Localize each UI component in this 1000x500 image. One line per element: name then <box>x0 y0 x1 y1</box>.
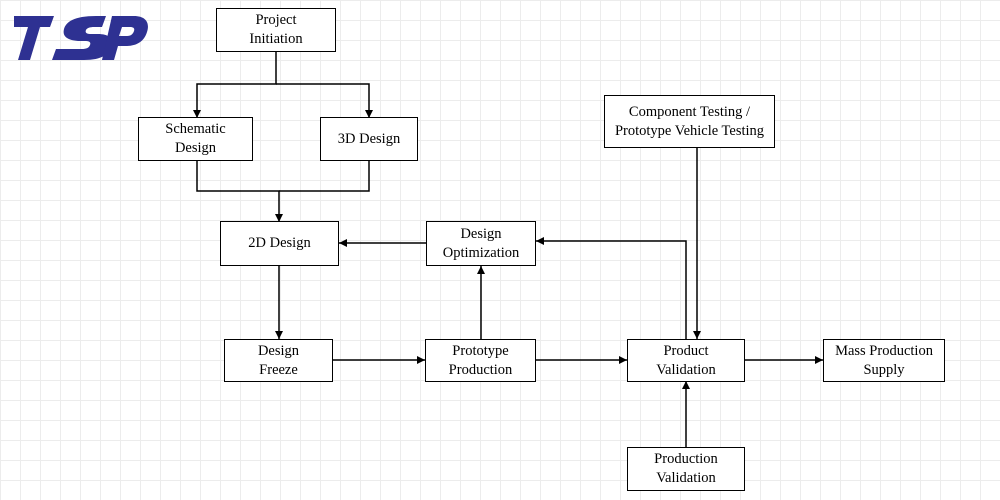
node-label: Design Optimization <box>442 225 520 261</box>
node-label: 3D Design <box>337 130 401 147</box>
node-mass-production-supply[interactable]: Mass Production Supply <box>823 339 945 382</box>
node-label: Prototype Production <box>448 342 513 378</box>
node-schematic-design[interactable]: Schematic Design <box>138 117 253 161</box>
node-label: Design Freeze <box>257 342 300 378</box>
node-design-freeze[interactable]: Design Freeze <box>224 339 333 382</box>
node-label: Component Testing / Prototype Vehicle Te… <box>614 103 765 139</box>
edge-initiation-to-3d <box>276 83 373 118</box>
node-production-validation[interactable]: Production Validation <box>627 447 745 491</box>
node-product-validation[interactable]: Product Validation <box>627 339 745 382</box>
node-label: Mass Production Supply <box>835 342 933 378</box>
node-label: Project Initiation <box>249 12 303 47</box>
edge-initiation-to-schematic <box>193 51 277 118</box>
node-2d-design[interactable]: 2D Design <box>220 221 339 266</box>
node-label: Schematic Design <box>165 121 226 156</box>
edge-validation-to-optimization <box>536 237 687 339</box>
node-label: Production Validation <box>654 451 718 486</box>
node-component-testing[interactable]: Component Testing / Prototype Vehicle Te… <box>604 95 775 148</box>
node-label: Product Validation <box>656 342 716 378</box>
node-design-optimization[interactable]: Design Optimization <box>426 221 536 266</box>
node-3d-design[interactable]: 3D Design <box>320 117 418 161</box>
edge-schematic-to-2d <box>196 160 283 222</box>
edge-3d-to-2d <box>279 160 370 192</box>
tsp-logo <box>14 16 148 60</box>
node-project-initiation[interactable]: Project Initiation <box>216 8 336 52</box>
node-label: 2D Design <box>248 235 311 251</box>
node-prototype-production[interactable]: Prototype Production <box>425 339 536 382</box>
